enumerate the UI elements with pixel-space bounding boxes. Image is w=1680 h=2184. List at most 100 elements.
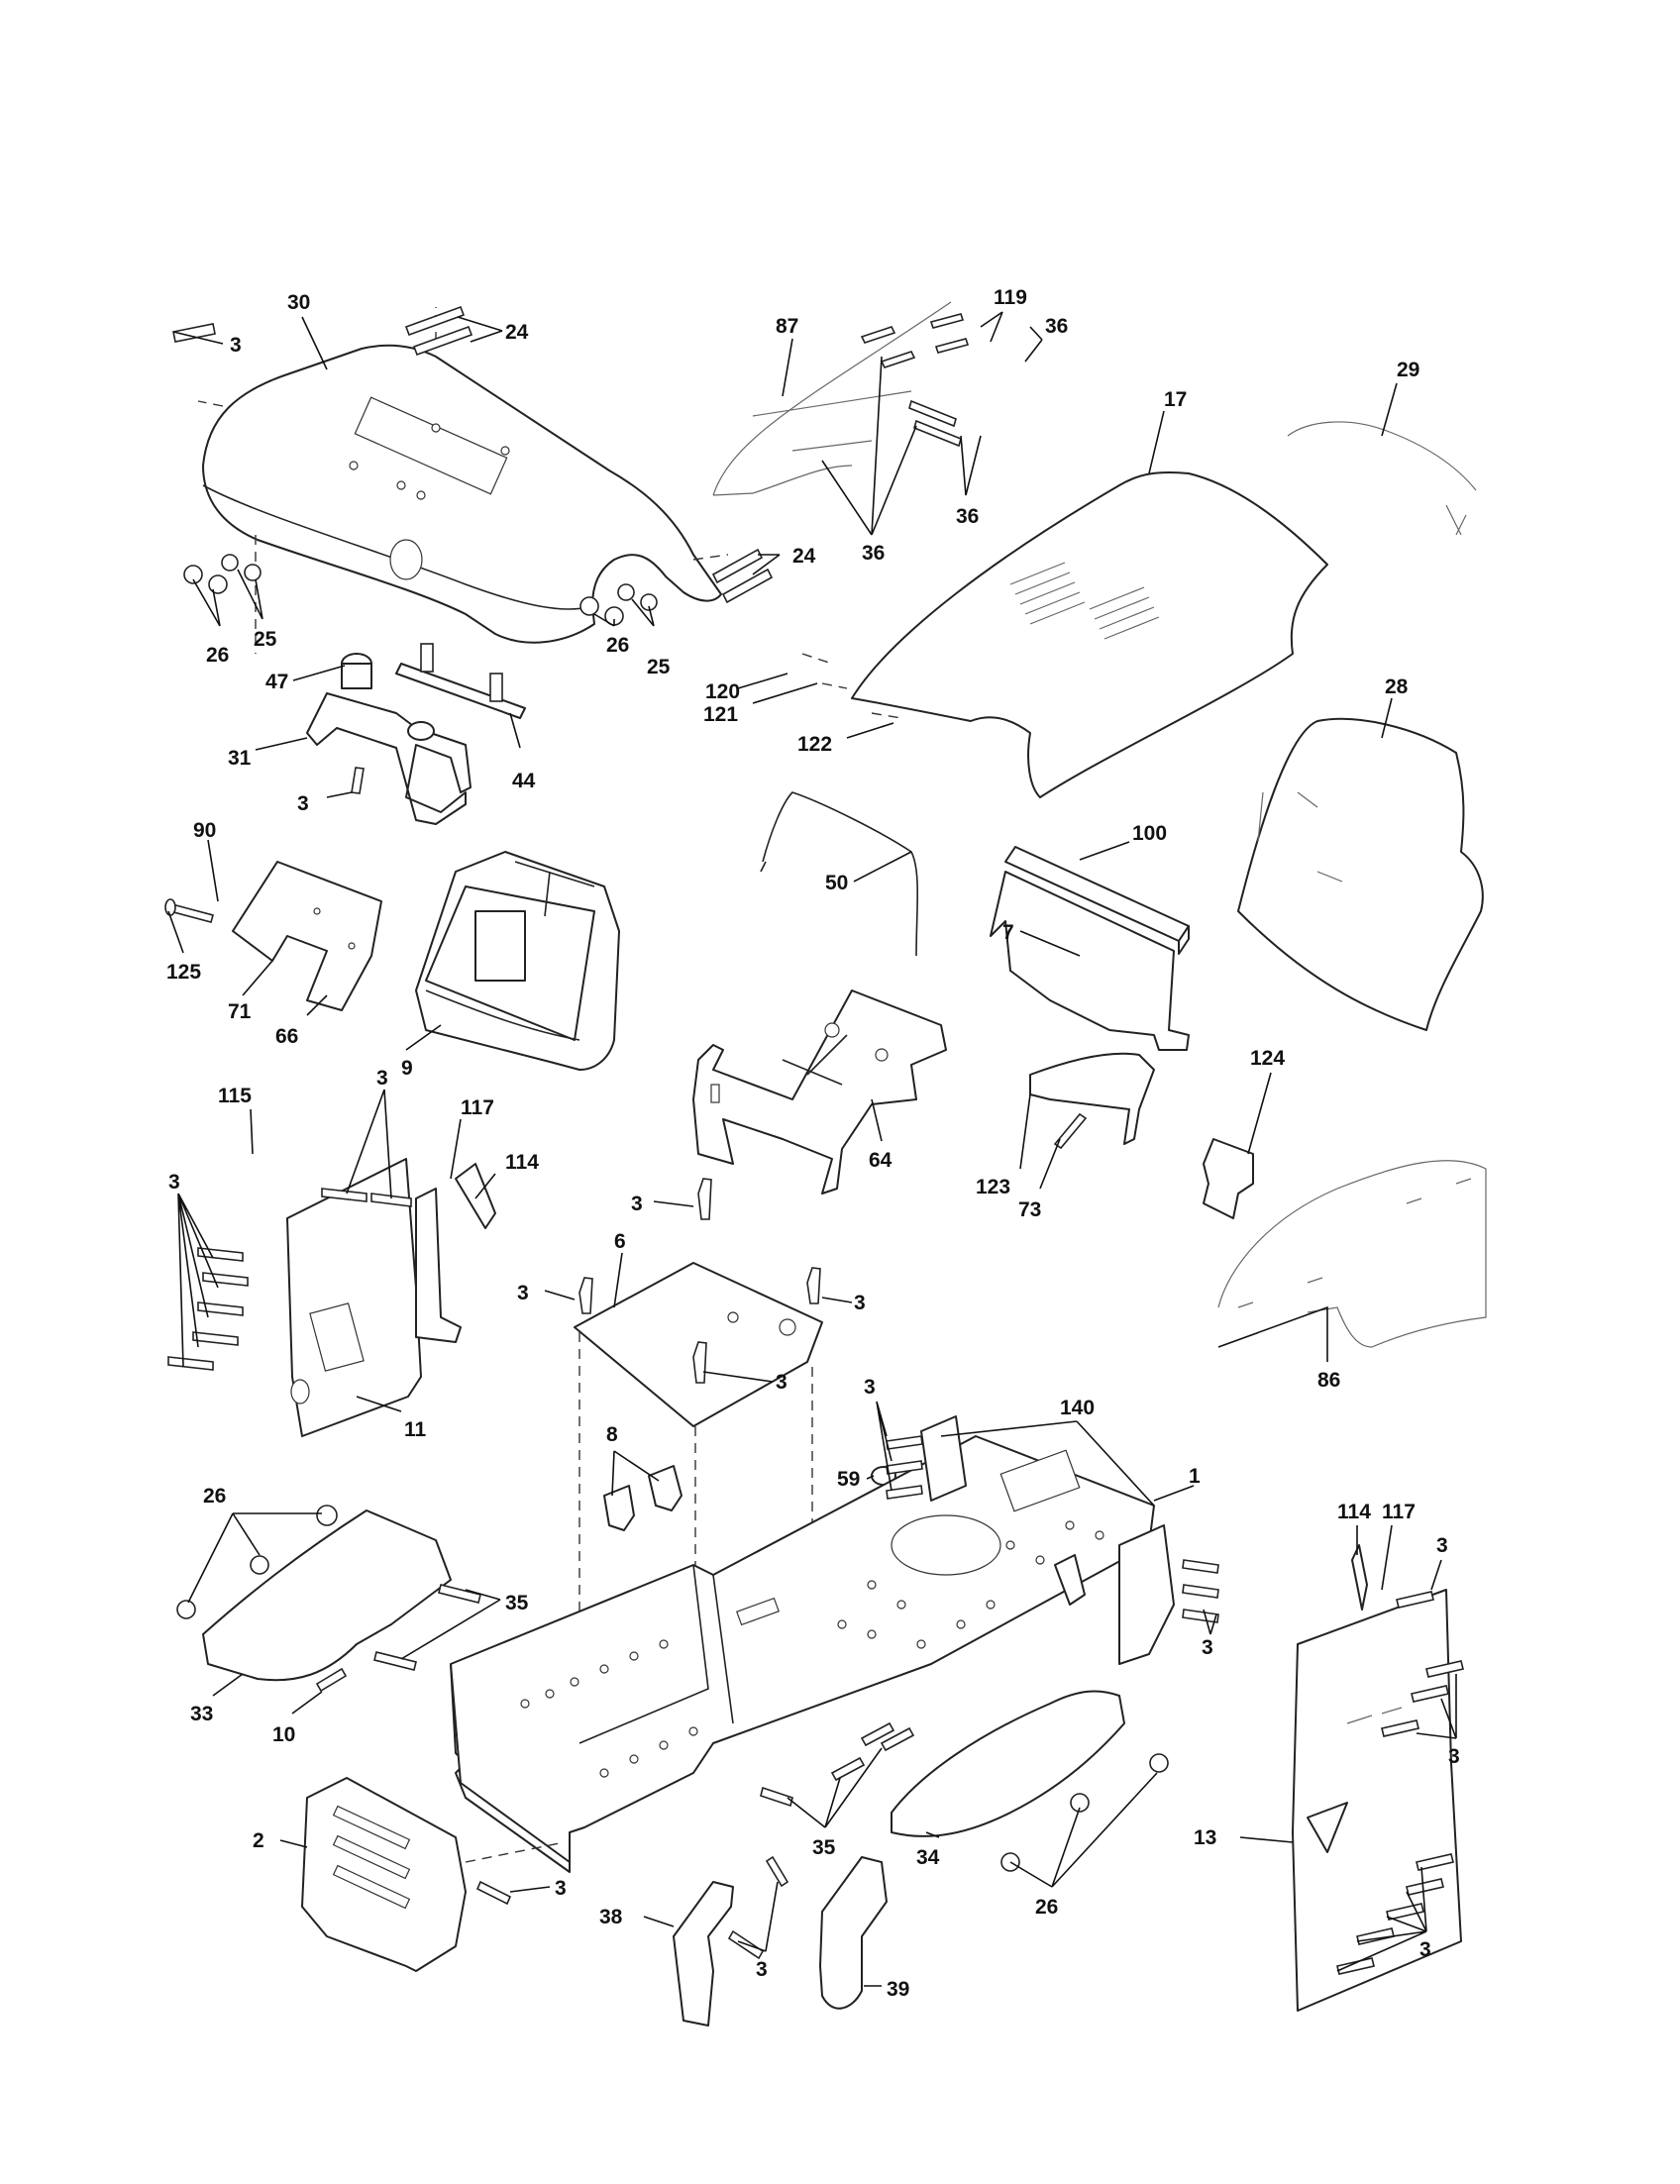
part-38-bracket bbox=[673, 1855, 789, 2027]
callout-label: 3 bbox=[854, 1292, 866, 1314]
callout-label: 25 bbox=[647, 656, 671, 678]
callout-label: 17 bbox=[1164, 388, 1187, 411]
callout-label: 31 bbox=[228, 747, 252, 770]
callout-label: 29 bbox=[1397, 359, 1419, 381]
callout-label: 3 bbox=[1202, 1636, 1213, 1659]
callout-label: 3 bbox=[555, 1877, 567, 1900]
callout-label: 121 bbox=[703, 703, 738, 726]
part-124-clip bbox=[1203, 1138, 1254, 1219]
callout-label: 73 bbox=[1018, 1198, 1041, 1221]
callout-label: 3 bbox=[297, 792, 309, 815]
callout-label: 117 bbox=[461, 1096, 494, 1119]
part-123-bracket bbox=[1029, 1052, 1155, 1150]
part-29-faint bbox=[1287, 421, 1477, 536]
callout-label: 35 bbox=[812, 1836, 836, 1859]
part-hood bbox=[801, 470, 1328, 798]
callout-label: 25 bbox=[254, 628, 277, 651]
callout-label: 123 bbox=[976, 1176, 1010, 1198]
callout-labels: 30 3 24 87 119 36 36 36 29 17 24 26 25 2… bbox=[166, 286, 1460, 2001]
callout-label: 124 bbox=[1250, 1047, 1285, 1070]
callout-label: 26 bbox=[1035, 1896, 1058, 1919]
callout-label: 90 bbox=[193, 819, 216, 842]
callout-label: 8 bbox=[606, 1423, 618, 1446]
callout-label: 30 bbox=[287, 291, 310, 314]
callout-label: 36 bbox=[1045, 315, 1068, 338]
callout-label: 13 bbox=[1194, 1826, 1216, 1849]
callout-label: 125 bbox=[166, 961, 201, 984]
callout-label: 3 bbox=[230, 334, 242, 357]
callout-label: 114 bbox=[1337, 1501, 1371, 1523]
callout-label: 3 bbox=[1436, 1534, 1448, 1557]
callout-label: 140 bbox=[1060, 1397, 1095, 1419]
callout-label: 26 bbox=[606, 634, 629, 657]
part-64-steering-support bbox=[692, 989, 947, 1195]
part-8-clips bbox=[603, 1465, 682, 1531]
part-support-bracket bbox=[306, 643, 526, 825]
callout-label: 38 bbox=[599, 1906, 623, 1928]
callout-label: 66 bbox=[275, 1025, 298, 1048]
callout-label: 59 bbox=[837, 1468, 860, 1491]
callout-label: 3 bbox=[864, 1376, 876, 1399]
callout-label: 114 bbox=[505, 1151, 539, 1174]
part-dash-cover bbox=[197, 307, 729, 654]
callout-label: 122 bbox=[797, 733, 832, 756]
part-side-panel bbox=[1237, 717, 1484, 1031]
callout-label: 2 bbox=[253, 1829, 264, 1852]
callout-label: 34 bbox=[916, 1846, 940, 1869]
callout-label: 3 bbox=[631, 1193, 643, 1215]
callout-label: 119 bbox=[994, 286, 1027, 309]
callout-label: 3 bbox=[776, 1371, 788, 1394]
part-dashboard bbox=[415, 851, 620, 1071]
callout-label: 100 bbox=[1132, 822, 1167, 845]
callout-label: 11 bbox=[404, 1418, 427, 1441]
part-main-frame bbox=[450, 1435, 1175, 1873]
callout-label: 39 bbox=[887, 1978, 909, 2001]
part-140-brackets bbox=[886, 1415, 1219, 1623]
part-86-panel bbox=[1217, 1160, 1487, 1348]
callout-label: 64 bbox=[869, 1149, 892, 1172]
part-wire-rod bbox=[760, 791, 919, 957]
callout-label: 1 bbox=[1189, 1465, 1201, 1488]
callout-label: 120 bbox=[705, 680, 740, 703]
callout-label: 3 bbox=[756, 1958, 768, 1981]
callout-label: 9 bbox=[401, 1057, 413, 1080]
callout-label: 86 bbox=[1317, 1369, 1340, 1392]
callout-label: 35 bbox=[505, 1592, 529, 1614]
bolt-group-35-lower bbox=[760, 1721, 915, 1808]
callout-label: 28 bbox=[1385, 676, 1409, 698]
part-foam-strip bbox=[1004, 846, 1190, 955]
callout-label: 36 bbox=[956, 505, 979, 528]
callout-label: 24 bbox=[505, 321, 529, 344]
callout-label: 33 bbox=[190, 1703, 213, 1725]
part-2-front-plate bbox=[301, 1777, 566, 1972]
callout-label: 26 bbox=[203, 1485, 226, 1508]
part-87-panel bbox=[712, 301, 970, 496]
part-39-bracket bbox=[819, 1856, 888, 2010]
part-heat-shield bbox=[164, 861, 382, 1011]
bolt-group-24-top bbox=[172, 305, 774, 604]
callout-label: 87 bbox=[776, 315, 798, 338]
callout-label: 115 bbox=[218, 1085, 252, 1107]
callout-label: 3 bbox=[1419, 1938, 1431, 1961]
part-33-pan bbox=[176, 1505, 481, 1693]
callout-label: 47 bbox=[265, 671, 288, 693]
leader-lines bbox=[167, 311, 1457, 1987]
callout-label: 36 bbox=[862, 542, 885, 565]
callout-label: 71 bbox=[228, 1000, 252, 1023]
callout-label: 3 bbox=[517, 1282, 529, 1304]
callout-label: 44 bbox=[512, 770, 536, 792]
part-right-plate bbox=[1292, 1544, 1464, 2012]
callout-label: 6 bbox=[614, 1230, 626, 1253]
callout-label: 24 bbox=[792, 545, 816, 568]
callout-label: 3 bbox=[1448, 1745, 1460, 1768]
callout-label: 7 bbox=[1002, 921, 1014, 944]
part-left-plate bbox=[167, 1158, 496, 1437]
part-7-bracket bbox=[990, 871, 1190, 1051]
callout-label: 26 bbox=[206, 644, 229, 667]
callout-label: 10 bbox=[272, 1723, 295, 1746]
part-34-pan bbox=[891, 1690, 1169, 1872]
callout-label: 3 bbox=[376, 1067, 388, 1090]
callout-label: 50 bbox=[825, 872, 848, 894]
